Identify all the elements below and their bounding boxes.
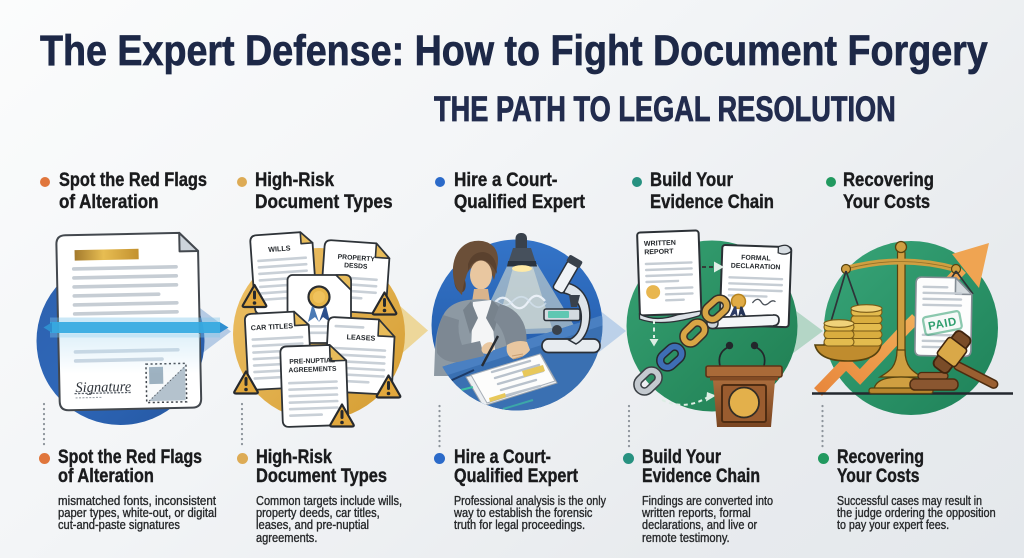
svg-text:Signature: Signature xyxy=(75,379,132,396)
svg-text:WRITTEN: WRITTEN xyxy=(644,240,676,248)
svg-text:LEASES: LEASES xyxy=(346,332,375,343)
svg-text:DESDS: DESDS xyxy=(344,262,368,271)
svg-text:AGREEMENTS: AGREEMENTS xyxy=(288,366,337,375)
svg-text:WILLS: WILLS xyxy=(268,243,291,254)
svg-text:CAR TITLES: CAR TITLES xyxy=(251,321,294,332)
svg-text:PROPERTY: PROPERTY xyxy=(337,254,375,264)
svg-text:FORMAL: FORMAL xyxy=(741,255,771,263)
svg-text:REPORT: REPORT xyxy=(644,248,674,256)
svg-text:PAID: PAID xyxy=(927,316,958,333)
svg-text:DECLARATION: DECLARATION xyxy=(731,263,781,272)
svg-text:PRE-NUPTIAL: PRE-NUPTIAL xyxy=(289,357,335,366)
